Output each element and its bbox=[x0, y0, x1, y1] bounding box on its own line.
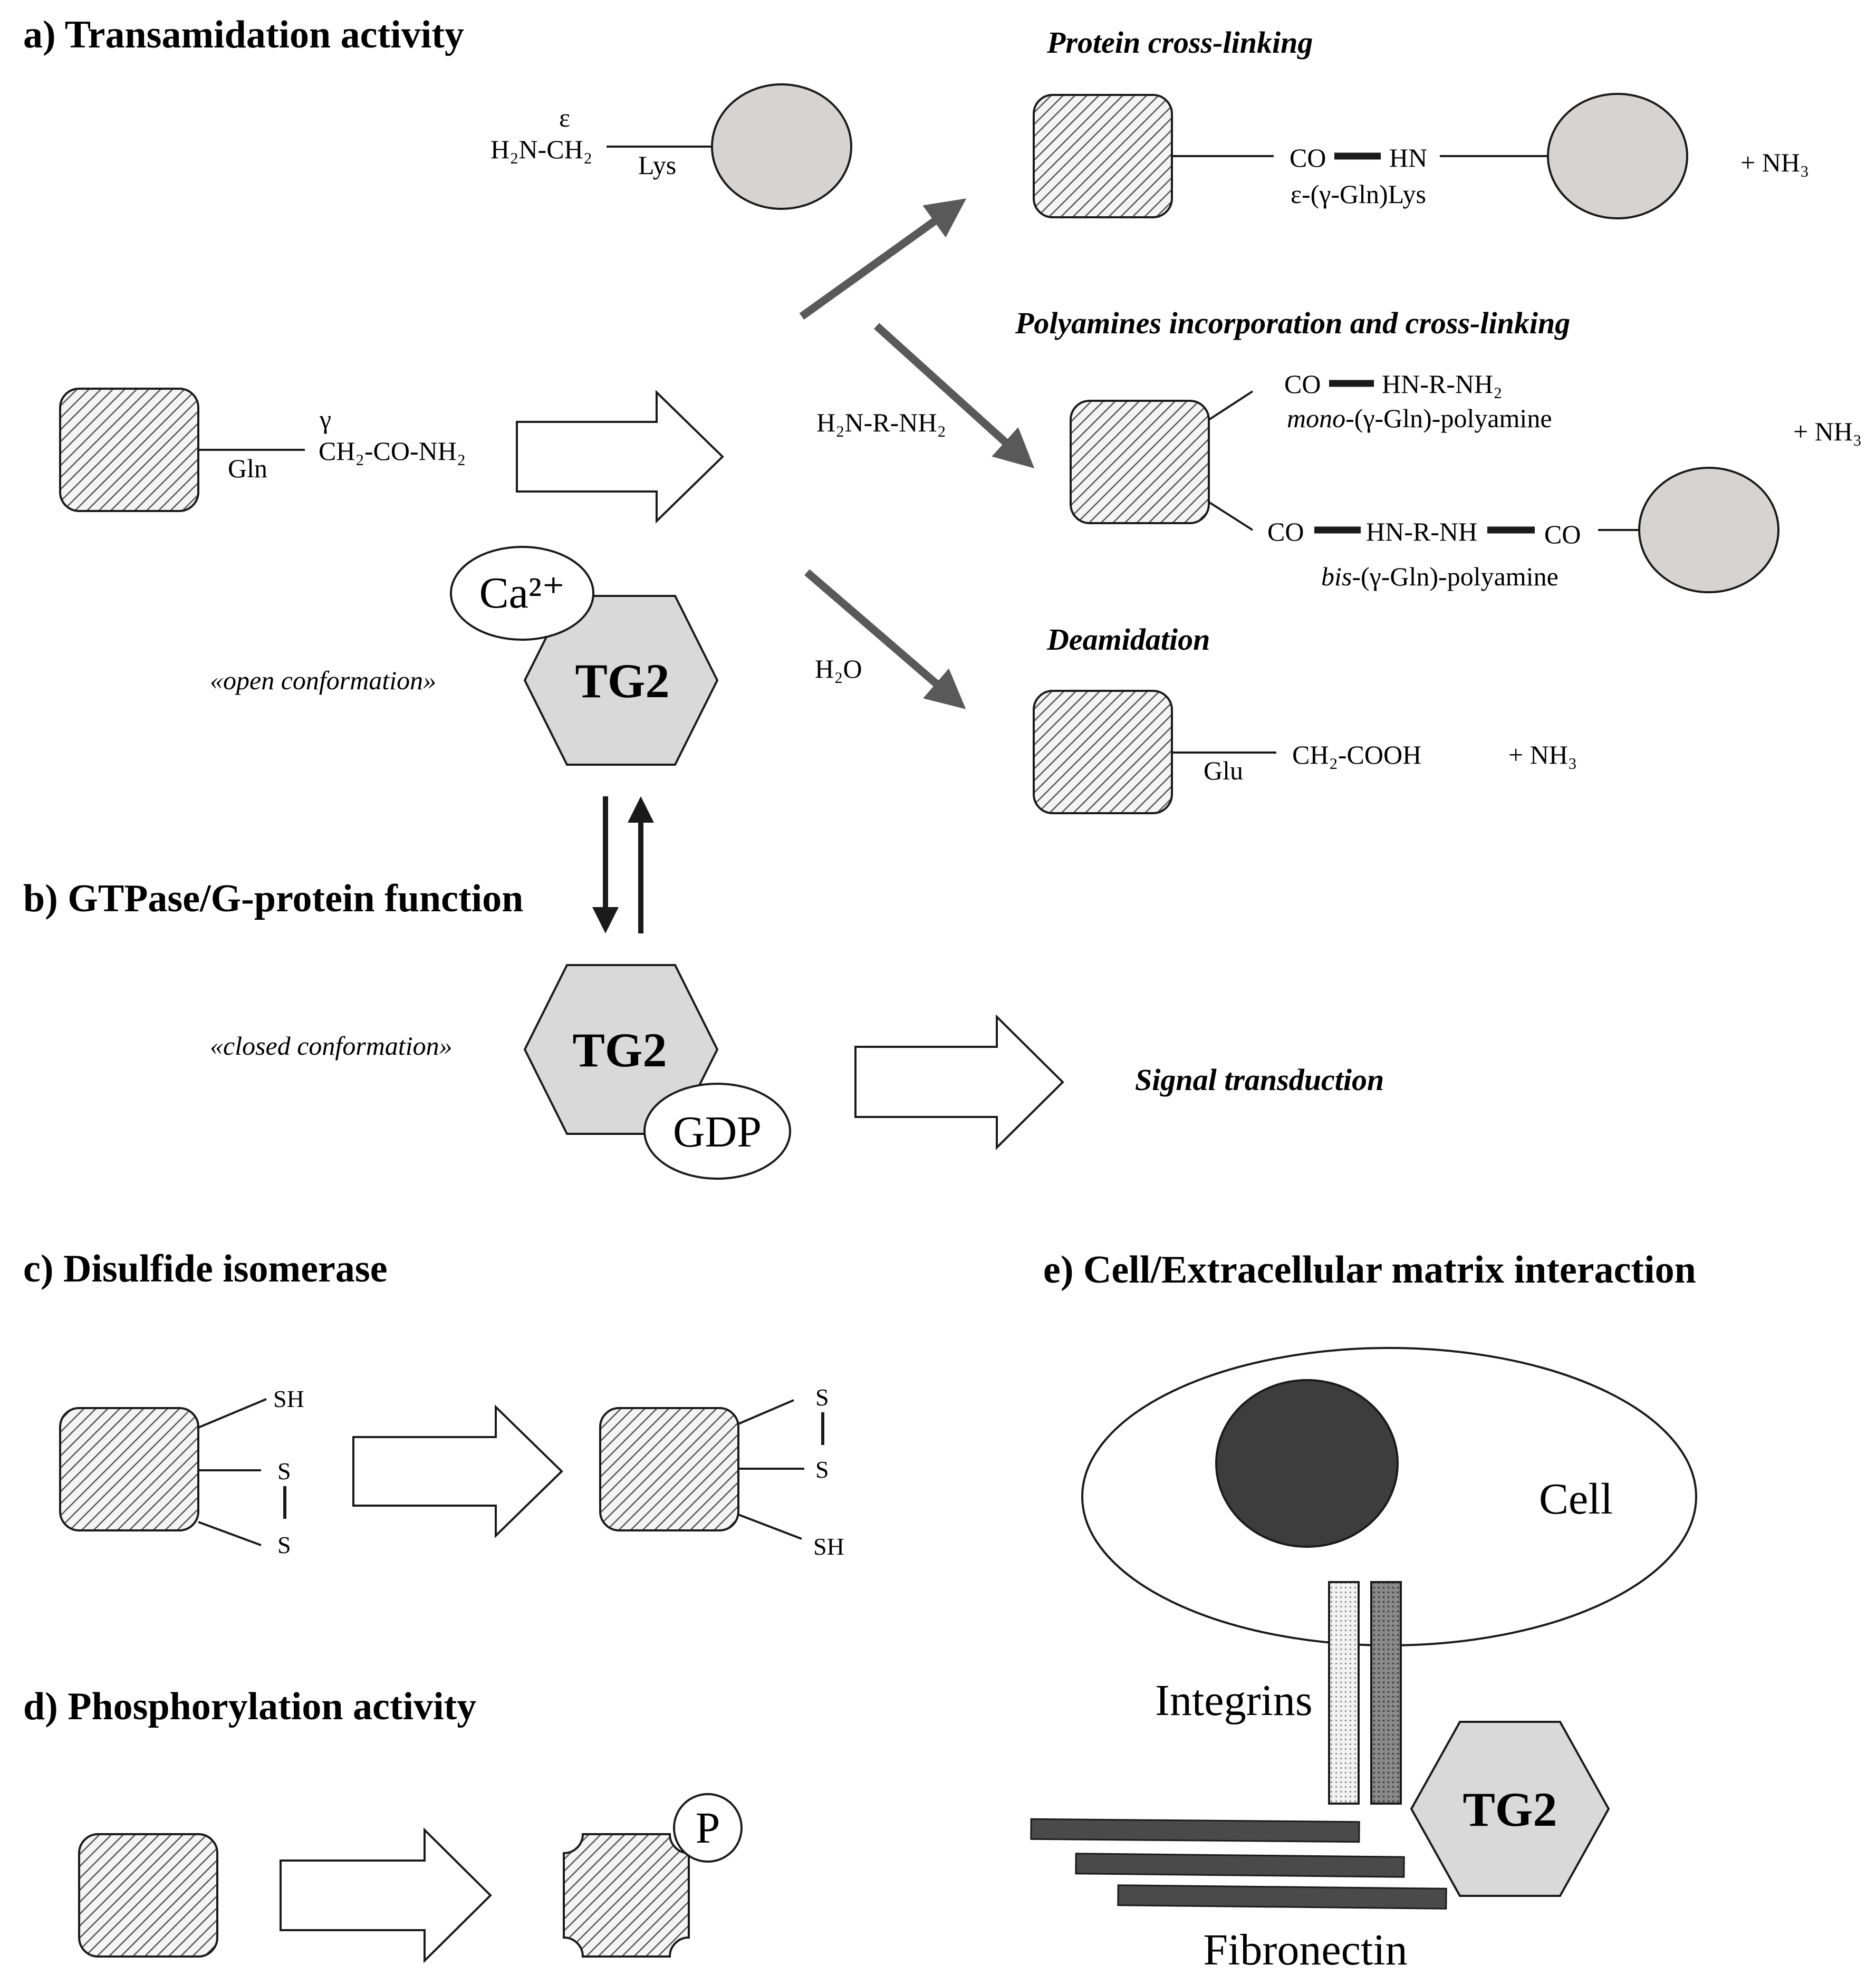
disulfide-protein-after bbox=[599, 1407, 739, 1531]
tg2-open-hexagon bbox=[523, 595, 719, 766]
deamidation-title: Deamidation bbox=[1046, 622, 1210, 657]
tg2-ecm-label: TG2 bbox=[1463, 1782, 1557, 1836]
before-sh-label: SH bbox=[273, 1385, 304, 1412]
transamidation-open-arrow bbox=[516, 390, 724, 524]
integrin-beta bbox=[1370, 1581, 1402, 1805]
crosslink-ammonia: + NH₃ bbox=[1740, 148, 1809, 177]
arrow-to-polyamines bbox=[873, 323, 1035, 469]
open-conformation-label: «open conformation» bbox=[210, 666, 436, 695]
gln-amide-group: CH₂-CO-NH₂ bbox=[319, 436, 466, 466]
tg2-ecm-hexagon bbox=[1410, 1721, 1610, 1897]
polyamine-reagent-label: H₂N-R-NH₂ bbox=[816, 408, 946, 437]
polyamine-ammonia: + NH₃ bbox=[1793, 417, 1862, 446]
before-s1-label: S bbox=[277, 1458, 291, 1485]
fibronectin-fiber-3 bbox=[1117, 1884, 1447, 1910]
tg2-closed-label: TG2 bbox=[573, 1023, 667, 1077]
disulfide-protein-before bbox=[59, 1407, 199, 1531]
mono-polyamine-bond bbox=[1208, 390, 1254, 421]
signal-open-arrow bbox=[854, 1014, 1064, 1150]
polyamine-gln-protein bbox=[1070, 400, 1210, 524]
disulfide-open-arrow bbox=[352, 1404, 563, 1538]
cell-label: Cell bbox=[1539, 1475, 1613, 1524]
phospho-protein-after bbox=[563, 1833, 690, 1958]
lys-epsilon-label: ε bbox=[559, 103, 570, 132]
signal-transduction-label: Signal transduction bbox=[1135, 1063, 1384, 1097]
integrin-alpha bbox=[1328, 1581, 1360, 1805]
lys-donor-protein bbox=[711, 83, 852, 210]
closed-conformation-label: «closed conformation» bbox=[210, 1031, 453, 1061]
section-c-title: c) Disulfide isomerase bbox=[23, 1247, 388, 1290]
phospho-protein-before bbox=[78, 1833, 218, 1958]
bis-polyamine-name: bis-(γ-Gln)-polyamine bbox=[1321, 562, 1558, 591]
crosslink-gln-protein bbox=[1033, 94, 1173, 218]
fibronectin-fiber-2 bbox=[1075, 1853, 1405, 1878]
bis-co-label-2: CO bbox=[1544, 519, 1581, 549]
before-s2-label: S bbox=[277, 1531, 291, 1558]
water-reagent-label: H₂O bbox=[815, 654, 862, 683]
bis-polyamine-bond bbox=[1208, 501, 1254, 531]
crosslinking-title: Protein cross-linking bbox=[1046, 25, 1313, 60]
phosphate-label: P bbox=[696, 1804, 720, 1853]
cell-nucleus bbox=[1215, 1379, 1399, 1548]
tg2-open-label: TG2 bbox=[575, 654, 670, 708]
mono-amine-label: HN-R-NH₂ bbox=[1382, 369, 1503, 399]
crosslink-co-label: CO bbox=[1290, 143, 1326, 172]
gdp-molecule bbox=[643, 1083, 791, 1180]
after-s1-label: S bbox=[815, 1384, 829, 1411]
calcium-label: Ca²⁺ bbox=[479, 568, 565, 618]
fibronectin-fiber-1 bbox=[1030, 1818, 1360, 1843]
mono-prefix: mono bbox=[1287, 403, 1345, 433]
arrow-to-deamidation bbox=[804, 569, 966, 709]
bis-amine-label: HN-R-NH bbox=[1366, 517, 1477, 546]
mono-suffix: -(γ-Gln)-polyamine bbox=[1345, 403, 1552, 433]
deamidation-ammonia: + NH₃ bbox=[1508, 740, 1577, 769]
bis-co-label-1: CO bbox=[1267, 517, 1304, 546]
section-a-title: a) Transamidation activity bbox=[23, 13, 464, 56]
lys-amine-group: H₂N-CH₂ bbox=[490, 134, 592, 164]
phospho-open-arrow bbox=[280, 1827, 492, 1963]
arrow-to-crosslinking bbox=[799, 198, 967, 320]
gln-gamma-label: γ bbox=[319, 404, 331, 434]
section-d-title: d) Phosphorylation activity bbox=[23, 1685, 476, 1728]
before-sh-bond bbox=[198, 1398, 267, 1429]
gdp-label: GDP bbox=[673, 1107, 762, 1157]
after-sh-bond bbox=[738, 1514, 802, 1540]
crosslink-lys-protein bbox=[1547, 93, 1688, 219]
integrins-label: Integrins bbox=[1155, 1676, 1313, 1725]
deamidation-protein bbox=[1033, 690, 1173, 814]
mono-co-label: CO bbox=[1284, 369, 1321, 399]
mono-polyamine-name: mono-(γ-Gln)-polyamine bbox=[1287, 403, 1552, 433]
glu-residue-label: Glu bbox=[1204, 756, 1243, 785]
bis-prefix: bis bbox=[1321, 562, 1352, 591]
section-e-title: e) Cell/Extracellular matrix interaction bbox=[1043, 1248, 1696, 1292]
gln-residue-label: Gln bbox=[228, 454, 267, 483]
glu-carboxyl-group: CH₂-COOH bbox=[1292, 740, 1421, 769]
polyamines-title: Polyamines incorporation and cross-linki… bbox=[1015, 306, 1570, 340]
bis-lys-protein bbox=[1638, 467, 1779, 593]
crosslink-bond-name: ε-(γ-Gln)Lys bbox=[1291, 179, 1426, 209]
fibronectin-label: Fibronectin bbox=[1203, 1925, 1407, 1974]
after-s1-bond bbox=[738, 1399, 794, 1425]
after-s2-label: S bbox=[815, 1456, 829, 1483]
lys-residue-label: Lys bbox=[638, 150, 676, 180]
phosphate-group bbox=[673, 1793, 743, 1863]
crosslink-hn-label: HN bbox=[1389, 143, 1427, 172]
bis-suffix: -(γ-Gln)-polyamine bbox=[1352, 562, 1558, 591]
before-s2-bond bbox=[198, 1521, 262, 1546]
calcium-ion bbox=[450, 546, 594, 641]
section-b-title: b) GTPase/G-protein function bbox=[23, 877, 523, 920]
after-sh-label: SH bbox=[813, 1533, 844, 1560]
gln-acceptor-protein bbox=[59, 388, 199, 512]
